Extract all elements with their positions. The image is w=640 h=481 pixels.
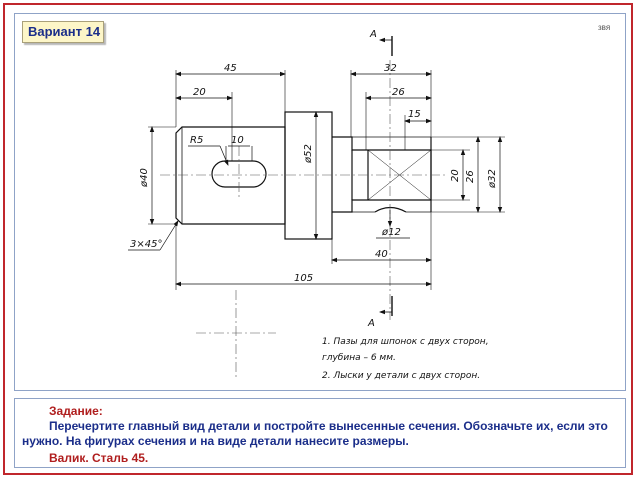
drawing-panel <box>14 13 626 391</box>
dim-45: 45 <box>224 63 237 74</box>
section-mark-bottom: A <box>367 318 375 329</box>
task-material: Валик. Сталь 45. <box>49 451 149 465</box>
dim-dia52: ø52 <box>303 144 314 164</box>
note-line-3: 2. Лыски у детали с двух сторон. <box>322 371 481 381</box>
task-text: Перечертите главный вид детали и построй… <box>22 419 608 448</box>
variant-label: Вариант 14 <box>22 21 104 43</box>
dim-40: 40 <box>375 249 388 260</box>
dim-20: 20 <box>193 87 206 98</box>
dim-26: 26 <box>392 87 405 98</box>
dim-26v: 26 <box>465 170 476 183</box>
task-title: Задание: <box>49 404 103 418</box>
dim-chamfer: 3×45° <box>130 239 162 250</box>
dim-15: 15 <box>408 109 421 120</box>
shaft-collar <box>284 111 333 240</box>
author-mark: звя <box>598 23 611 32</box>
note-line-2: глубина – 6 мм. <box>322 353 396 363</box>
key-slot <box>211 160 267 188</box>
shaft-right-part <box>332 136 432 213</box>
dim-105: 105 <box>294 273 313 284</box>
dim-10: 10 <box>231 135 244 146</box>
note-line-1: 1. Пазы для шпонок с двух сторон, <box>322 337 489 347</box>
dim-32: 32 <box>384 63 397 74</box>
task-panel <box>14 398 626 468</box>
dim-20v: 20 <box>450 169 461 182</box>
dim-dia40: ø40 <box>139 168 150 188</box>
section-mark-top: A <box>369 29 377 40</box>
dim-dia32: ø32 <box>487 169 498 189</box>
dim-r5: R5 <box>190 135 203 146</box>
dim-dia12: ø12 <box>381 227 401 238</box>
